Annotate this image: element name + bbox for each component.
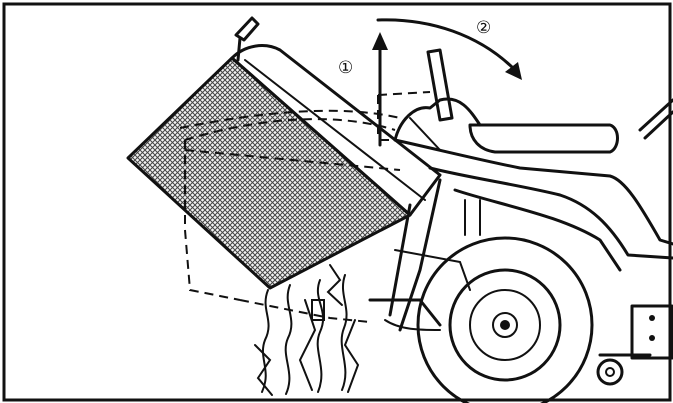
catcher-frame: [230, 16, 442, 217]
lowered-position-outline: [179, 91, 431, 323]
rear-hitch: [596, 304, 673, 386]
tractor-body: [368, 138, 673, 332]
tractor-seat: [393, 97, 619, 154]
rear-wheel: [416, 236, 594, 403]
curved-arrow-icon: [376, 18, 522, 80]
step-2-label: ②: [476, 18, 491, 38]
step-1-label: ①: [338, 58, 353, 78]
arrow-up-icon: [372, 32, 388, 147]
seat-back: [426, 48, 454, 122]
grass-clippings: [254, 264, 360, 396]
lever: [638, 98, 673, 132]
